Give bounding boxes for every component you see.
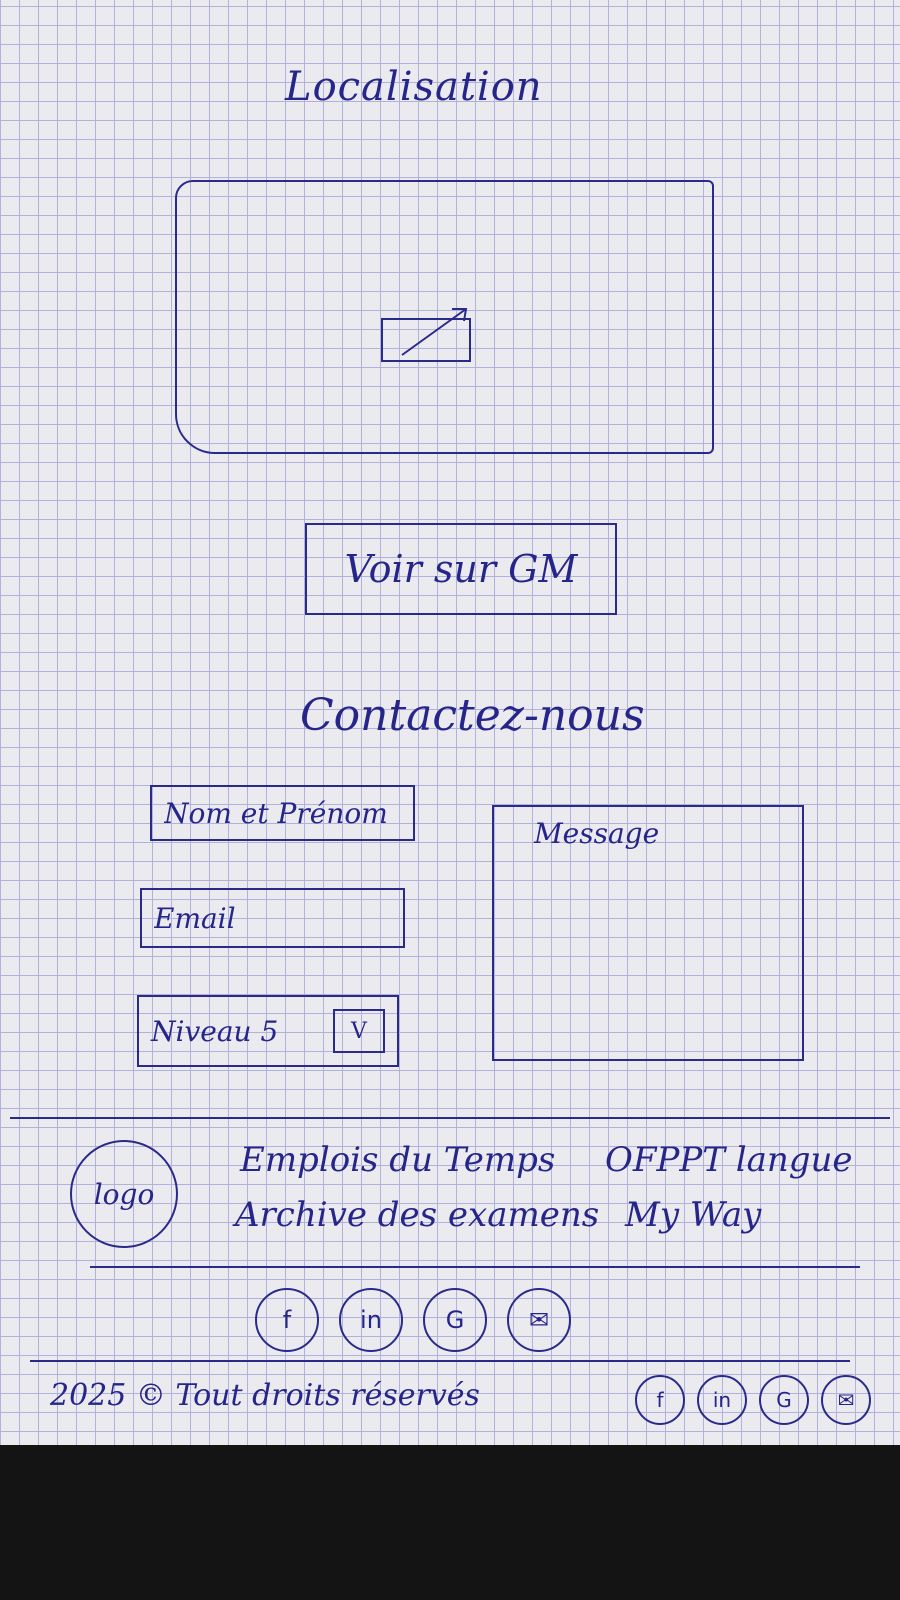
copyright-text: 2025 © Tout droits réservés (50, 1378, 480, 1413)
footer-divider (10, 1117, 890, 1119)
paper-background (0, 0, 900, 1445)
copyright-divider (30, 1360, 850, 1362)
section-title-contact: Contactez-nous (300, 690, 645, 741)
mail-icon[interactable]: ✉ (821, 1375, 871, 1425)
linkedin-icon[interactable]: in (697, 1375, 747, 1425)
facebook-icon[interactable]: f (255, 1288, 319, 1352)
footer-link-archive-examens[interactable]: Archive des examens (235, 1195, 600, 1235)
mail-icon[interactable]: ✉ (507, 1288, 571, 1352)
social-divider (90, 1266, 860, 1268)
email-input[interactable] (140, 888, 405, 948)
section-title-localisation: Localisation (285, 64, 543, 110)
map-embed[interactable] (175, 180, 714, 454)
level-select-value: Niveau 5 (151, 1014, 279, 1048)
google-icon[interactable]: G (423, 1288, 487, 1352)
footer-link-my-way[interactable]: My Way (625, 1195, 762, 1235)
linkedin-icon[interactable]: in (339, 1288, 403, 1352)
photo-bottom-edge (0, 1445, 900, 1600)
footer-social-links: f in G ✉ (635, 1375, 871, 1425)
facebook-icon[interactable]: f (635, 1375, 685, 1425)
logo[interactable]: logo (70, 1140, 178, 1248)
level-select[interactable]: Niveau 5 V (137, 995, 399, 1067)
name-input[interactable] (150, 785, 415, 841)
image-placeholder-icon (381, 308, 471, 362)
footer-link-emplois-du-temps[interactable]: Emplois du Temps (240, 1140, 556, 1180)
social-links-row: f in G ✉ (255, 1288, 571, 1352)
chevron-down-icon: V (333, 1009, 385, 1053)
google-icon[interactable]: G (759, 1375, 809, 1425)
message-textarea[interactable] (492, 805, 804, 1061)
footer-link-ofppt-langue[interactable]: OFPPT langue (605, 1140, 853, 1180)
view-on-google-maps-button[interactable]: Voir sur GM (305, 523, 617, 615)
